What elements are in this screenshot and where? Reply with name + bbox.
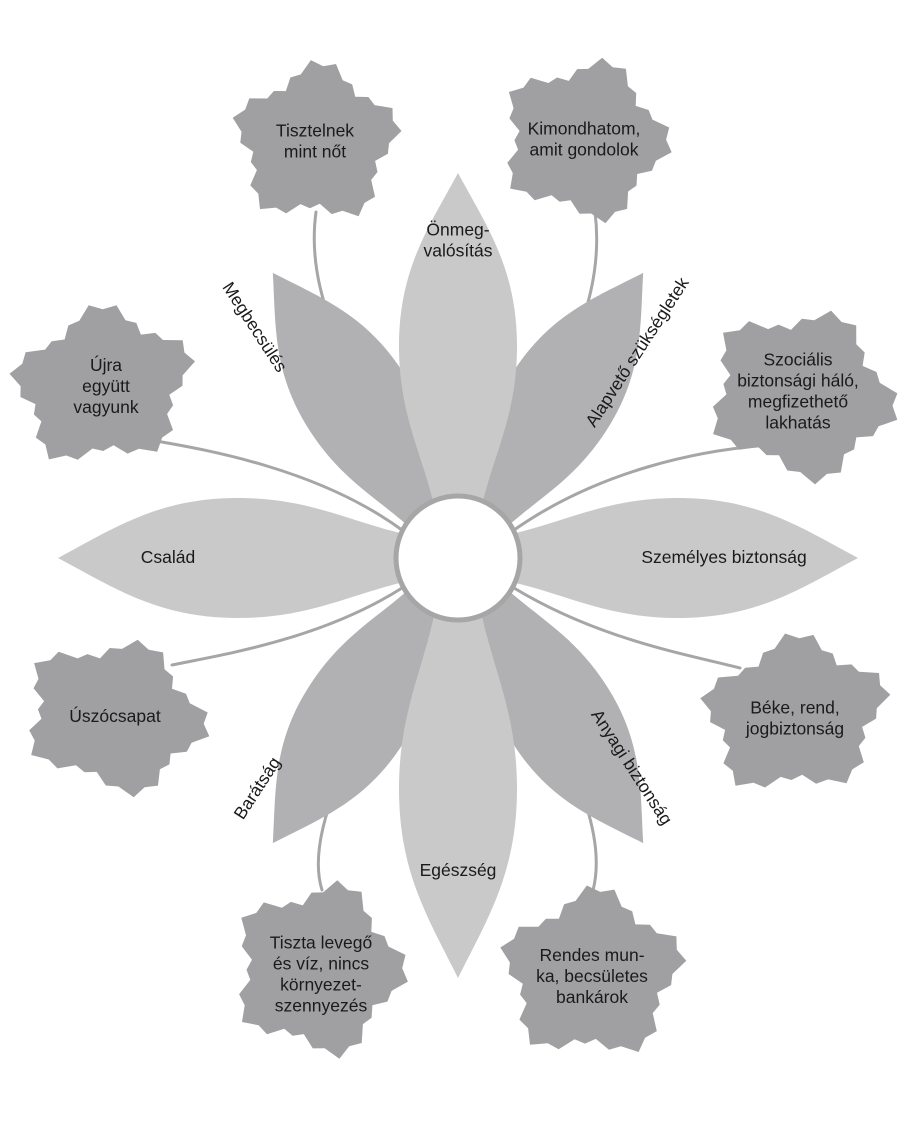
label-onmegvalositas-line: Önmeg- bbox=[426, 220, 489, 240]
label-tiszta-levego-line: környezet- bbox=[280, 975, 362, 995]
label-tiszta-levego-line: és víz, nincs bbox=[273, 954, 370, 974]
label-tiszta-levego-line: szennyezés bbox=[275, 996, 368, 1016]
petal-onmegvalositas bbox=[399, 173, 517, 558]
label-tiszta-levego-line: Tiszta levegő bbox=[270, 933, 373, 953]
center-circle bbox=[393, 493, 523, 623]
label-egeszseg-line: Egészség bbox=[420, 860, 497, 880]
label-beke-rend-line: jogbiztonság bbox=[745, 719, 844, 739]
leaf-beke-rend bbox=[700, 633, 891, 788]
label-kimondhatom-line: Kimondhatom, bbox=[528, 119, 641, 139]
label-onmegvalositas-line: valósítás bbox=[423, 241, 492, 261]
label-ujra-egyutt-line: Újra bbox=[90, 354, 122, 375]
leaf-ujra-egyutt bbox=[9, 305, 195, 460]
stem-uszocsapat bbox=[170, 586, 404, 667]
label-csalad: Család bbox=[141, 547, 195, 567]
label-szemelyes-biztonsag-line: Személyes biztonság bbox=[641, 547, 806, 567]
label-rendes-munka-line: bankárok bbox=[556, 987, 628, 1007]
label-uszocsapat: Úszócsapat bbox=[69, 705, 161, 726]
leaves bbox=[9, 57, 898, 1059]
petals bbox=[58, 173, 858, 978]
label-kimondhatom-line: amit gondolok bbox=[530, 140, 639, 160]
label-ujra-egyutt-line: együtt bbox=[82, 376, 130, 396]
label-tisztelnek-line: mint nőt bbox=[284, 142, 346, 162]
label-szemelyes-biztonsag: Személyes biztonság bbox=[641, 547, 806, 567]
leaf-tisztelnek bbox=[232, 60, 402, 217]
stem-ujra-egyutt bbox=[148, 438, 404, 532]
petal-csalad bbox=[58, 498, 458, 618]
label-tisztelnek-line: Tisztelnek bbox=[276, 121, 354, 141]
label-beke-rend-line: Béke, rend, bbox=[750, 698, 840, 718]
label-egeszseg: Egészség bbox=[420, 860, 497, 880]
petal-megbecsules bbox=[272, 272, 471, 567]
leaf-tiszta-levego bbox=[239, 880, 408, 1059]
label-szocialis-halo-line: Szociális bbox=[763, 350, 832, 370]
label-szocialis-halo-line: megfizethető bbox=[748, 392, 848, 412]
label-onmegvalositas: Önmeg-valósítás bbox=[423, 220, 492, 261]
label-beke-rend: Béke, rend,jogbiztonság bbox=[745, 698, 844, 739]
label-ujra-egyutt-line: vagyunk bbox=[73, 397, 138, 417]
label-csalad-line: Család bbox=[141, 547, 195, 567]
label-kimondhatom: Kimondhatom,amit gondolok bbox=[528, 119, 641, 160]
petal-szemelyes-biztonsag bbox=[458, 498, 858, 618]
petal-egeszseg bbox=[399, 558, 517, 978]
petal-anyagi-biztonsag bbox=[445, 549, 644, 844]
leaf-rendes-munka bbox=[500, 885, 687, 1052]
label-rendes-munka-line: ka, becsületes bbox=[536, 966, 648, 986]
petal-alapveto-szuksegletek bbox=[445, 272, 644, 567]
leaf-uszocsapat bbox=[29, 639, 210, 798]
leaf-szocialis-halo bbox=[712, 310, 898, 485]
label-rendes-munka-line: Rendes mun- bbox=[539, 945, 644, 965]
label-szocialis-halo-line: lakhatás bbox=[765, 413, 830, 433]
stem-beke-rend bbox=[512, 586, 742, 670]
petal-baratsag bbox=[272, 549, 471, 844]
label-uszocsapat-line: Úszócsapat bbox=[69, 705, 161, 726]
leaf-kimondhatom bbox=[507, 57, 672, 224]
label-szocialis-halo-line: biztonsági háló, bbox=[737, 371, 859, 391]
